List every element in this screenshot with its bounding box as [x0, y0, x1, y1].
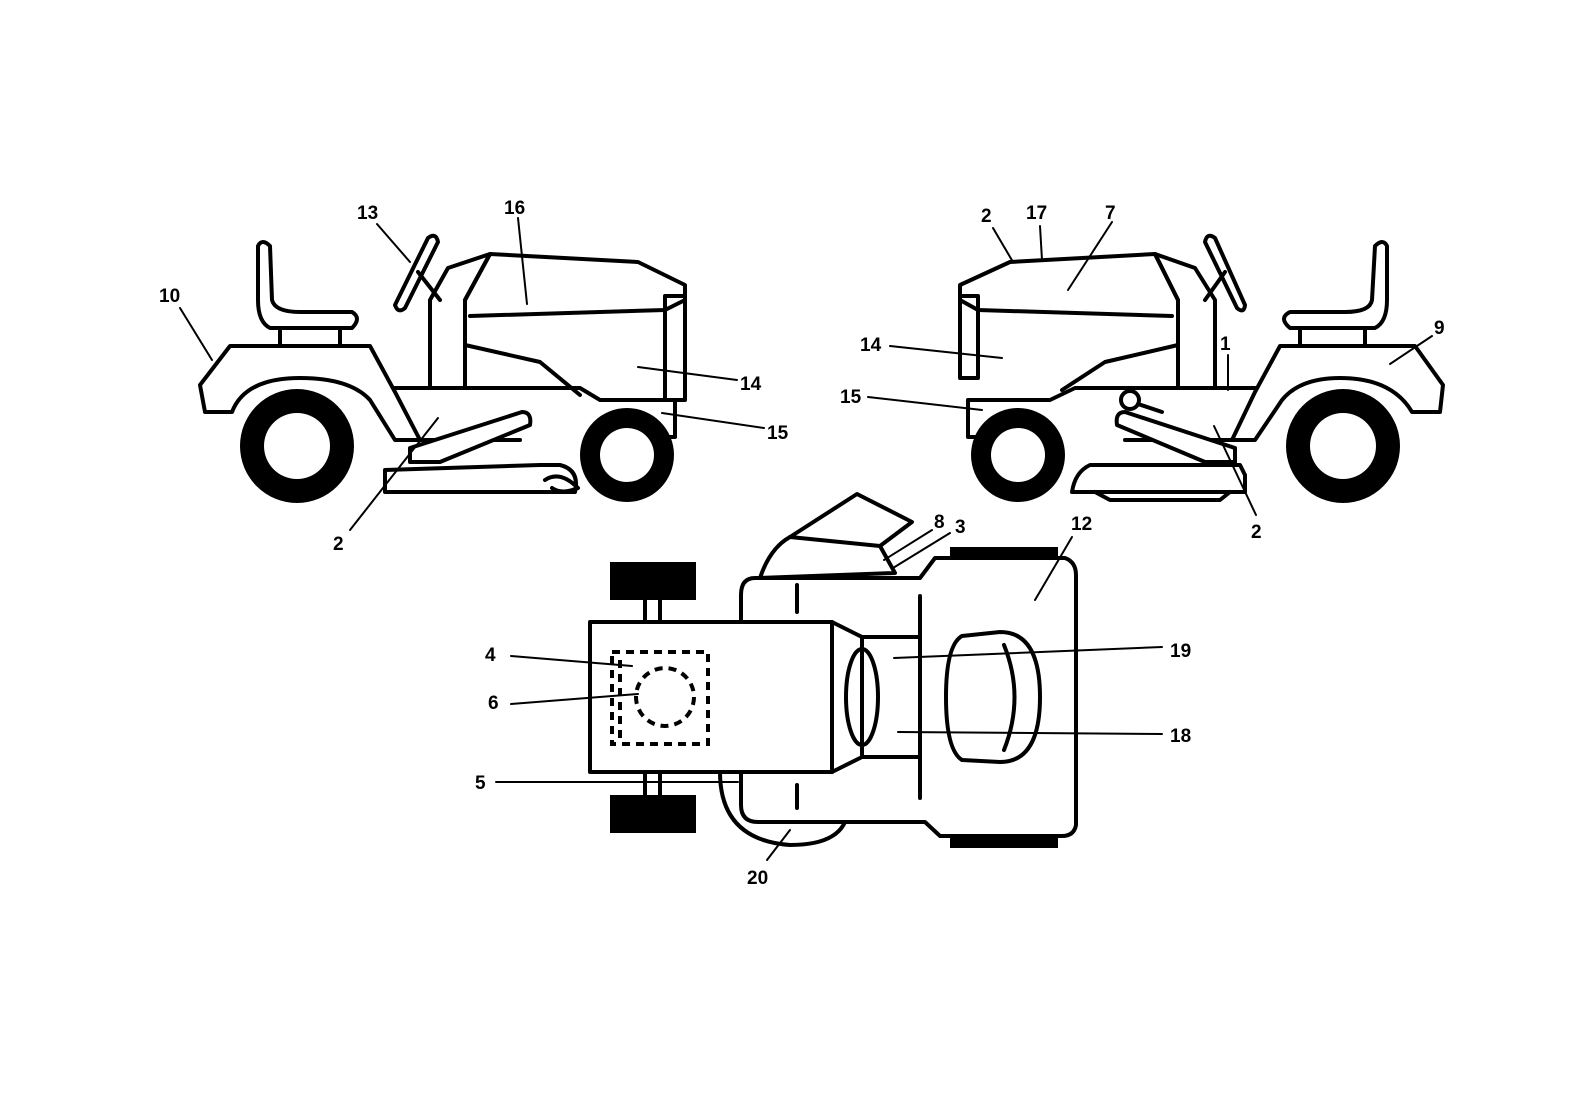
- callout-10-left: 10: [159, 286, 180, 307]
- callout-20-top: 20: [747, 868, 768, 889]
- callout-5-top: 5: [475, 773, 486, 794]
- right-deck-skirt: [1093, 490, 1232, 502]
- callout-17-right: 17: [1026, 203, 1047, 224]
- callout-19-top: 19: [1170, 641, 1191, 662]
- top-steering-hub: [844, 647, 880, 747]
- top-dashed-decal-area: [610, 650, 710, 746]
- left-front-hub: [600, 428, 654, 482]
- top-dashed-circle: [634, 666, 696, 728]
- right-pedal: [1114, 410, 1237, 464]
- left-side-view: 13 16 10 14 15 2: [159, 198, 789, 555]
- top-hood: [588, 620, 834, 774]
- callout-14-right: 14: [860, 335, 882, 356]
- left-steering-column: [416, 270, 442, 302]
- top-front-tire-upper: [610, 562, 696, 600]
- callout-15-left: 15: [767, 423, 789, 444]
- top-hood-taper: [830, 620, 922, 774]
- right-seat-post: [1298, 326, 1367, 348]
- callout-12-top: 12: [1071, 514, 1092, 535]
- callout-9-right: 9: [1434, 318, 1445, 339]
- callout-15-right: 15: [840, 387, 862, 408]
- top-seat-back: [1002, 643, 1017, 752]
- callout-16-left: 16: [504, 198, 525, 219]
- right-rear-fender: [1230, 344, 1445, 442]
- right-side-view: 2 17 7 14 1 9 15 2: [840, 203, 1445, 543]
- top-rear-tire-lower: [950, 836, 1058, 848]
- top-leaders: [495, 529, 1163, 861]
- right-hood-grille: [958, 294, 1180, 392]
- top-front-axle: [643, 598, 662, 797]
- callout-7-right: 7: [1105, 203, 1116, 224]
- top-view: 8 3 12 19 18 4 6 5 20: [475, 492, 1191, 889]
- right-hood: [958, 252, 1180, 318]
- callout-13-left: 13: [357, 203, 378, 224]
- right-seat: [1282, 240, 1389, 330]
- left-pedal: [408, 410, 533, 464]
- callout-4-top: 4: [485, 645, 496, 666]
- right-leaders: [867, 221, 1433, 516]
- callout-2-right-bottom: 2: [1251, 522, 1262, 543]
- left-rear-fender: [198, 344, 422, 442]
- left-hood: [463, 252, 687, 318]
- callout-6-top: 6: [488, 693, 499, 714]
- top-front-tire-lower: [610, 795, 696, 833]
- callout-2-left: 2: [333, 534, 344, 555]
- right-mower-deck: [1070, 463, 1247, 494]
- right-front-hub: [991, 428, 1045, 482]
- left-hood-grille: [463, 294, 687, 402]
- left-dash-tower: [428, 252, 492, 390]
- top-discharge-chute: [758, 492, 914, 580]
- left-mower-deck: [383, 463, 578, 494]
- callout-3-top: 3: [955, 517, 966, 538]
- left-deck-chute: [543, 474, 580, 494]
- left-rear-hub: [264, 413, 330, 479]
- left-leaders: [179, 217, 765, 531]
- callout-2-right-top: 2: [981, 206, 992, 227]
- right-rear-hub: [1310, 413, 1376, 479]
- callout-8-top: 8: [934, 512, 945, 533]
- callout-18-top: 18: [1170, 726, 1191, 747]
- top-chute-edge: [788, 535, 882, 548]
- callout-14-left: 14: [740, 374, 762, 395]
- right-dash-tower: [1153, 252, 1217, 390]
- left-seat: [256, 240, 359, 330]
- callout-1-right: 1: [1220, 334, 1231, 355]
- top-seat: [944, 630, 1042, 764]
- right-shift-lever: [1136, 402, 1164, 414]
- right-steering-column: [1203, 270, 1227, 302]
- right-shift-knob: [1119, 389, 1141, 411]
- left-seat-post: [278, 326, 342, 348]
